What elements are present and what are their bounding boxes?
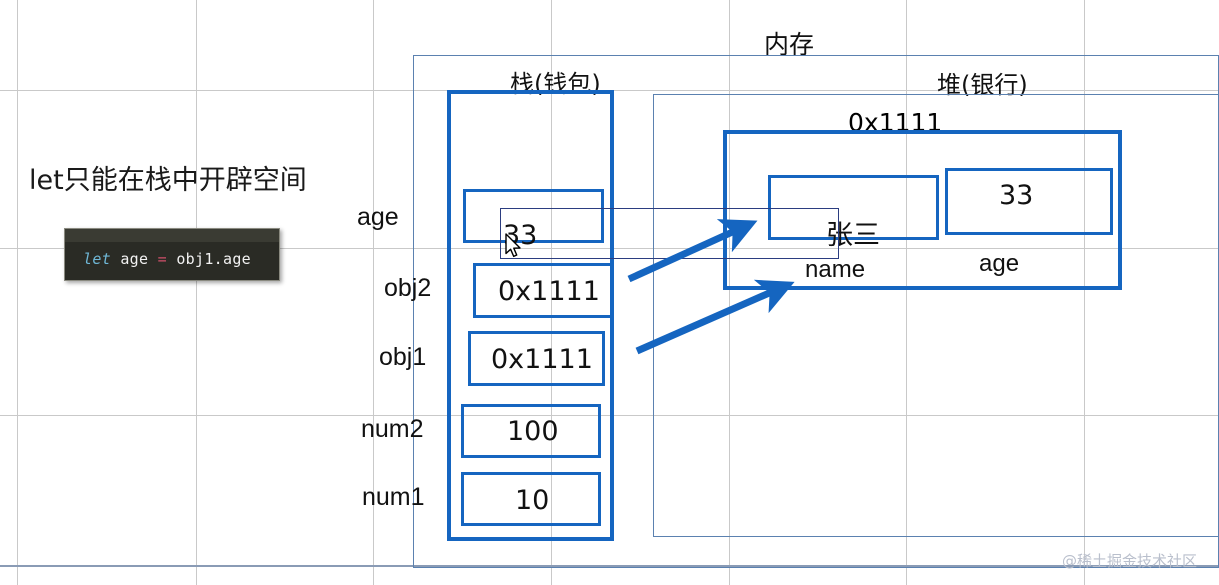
stack-slot-box-obj1 bbox=[468, 331, 605, 386]
code-card-titlebar bbox=[65, 229, 279, 242]
stack-slot-label-num1: num1 bbox=[362, 483, 425, 511]
heap-field-label-name: name bbox=[805, 256, 866, 283]
code-keyword-let: let bbox=[83, 249, 111, 268]
stack-slot-value-num2: 100 bbox=[507, 416, 559, 447]
heap-field-value-age: 33 bbox=[999, 180, 1034, 211]
stack-slot-box-num2 bbox=[461, 404, 601, 458]
gridline-vertical bbox=[196, 0, 197, 585]
heap-field-box-name bbox=[768, 175, 939, 240]
code-identifier-age: age bbox=[111, 249, 158, 268]
watermark: @稀土掘金技术社区 bbox=[1062, 552, 1198, 570]
stack-slot-value-obj1: 0x1111 bbox=[491, 344, 593, 375]
gridline-vertical bbox=[373, 0, 374, 585]
gridline-horizontal bbox=[0, 565, 1219, 567]
stack-heap-link-rectangle bbox=[500, 208, 839, 259]
stack-slot-box-num1 bbox=[461, 472, 601, 526]
code-snippet-card: let age = obj1.age bbox=[64, 228, 280, 281]
stack-slot-box-age bbox=[463, 189, 604, 243]
gridline-horizontal bbox=[0, 248, 1219, 249]
heap-field-label-age: age bbox=[979, 250, 1020, 277]
gridline-vertical bbox=[1084, 0, 1085, 585]
stack-slot-label-obj1: obj1 bbox=[379, 343, 427, 371]
gridline-vertical bbox=[551, 0, 552, 585]
gridline-horizontal bbox=[0, 415, 1219, 416]
heap-field-box-age bbox=[945, 168, 1113, 235]
stack-slot-box-obj2 bbox=[473, 263, 614, 318]
memory-title: 内存 bbox=[764, 30, 815, 59]
stack-slot-value-obj2: 0x1111 bbox=[498, 276, 600, 307]
code-expression-obj1-age: obj1.age bbox=[167, 249, 251, 268]
heap-field-value-name: 张三 bbox=[826, 220, 880, 251]
stack-slot-label-age: age bbox=[357, 203, 399, 231]
stack-slot-value-num1: 10 bbox=[515, 485, 550, 516]
annotation-heading: let只能在栈中开辟空间 bbox=[29, 165, 307, 196]
gridline-vertical bbox=[906, 0, 907, 585]
mouse-cursor-icon bbox=[505, 233, 521, 258]
stack-slot-label-num2: num2 bbox=[361, 415, 424, 443]
heap-object-box bbox=[723, 130, 1122, 290]
stack-slot-label-obj2: obj2 bbox=[384, 274, 432, 302]
code-line: let age = obj1.age bbox=[83, 250, 251, 268]
code-operator-assign: = bbox=[157, 249, 167, 268]
gridline-vertical bbox=[17, 0, 18, 585]
